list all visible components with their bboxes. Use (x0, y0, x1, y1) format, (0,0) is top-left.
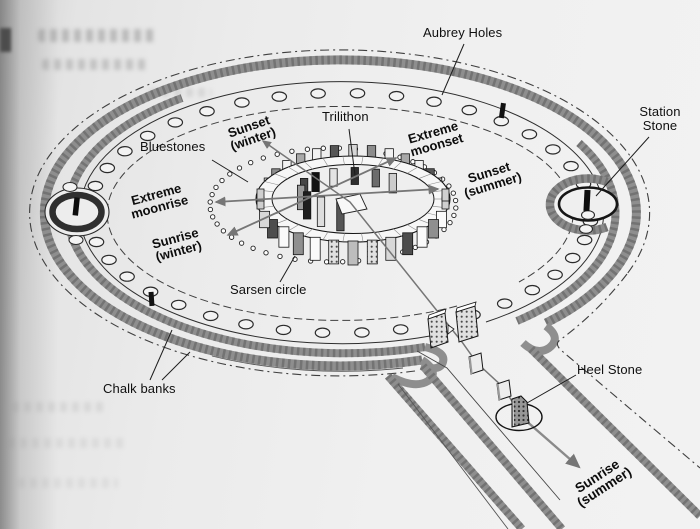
heel-stone-group (495, 395, 543, 432)
gateway-slab-left-edge (447, 324, 455, 335)
avenue-inner-edge-left (416, 350, 561, 501)
aubrey-hole (62, 181, 78, 193)
avenue-outer-edge-left (397, 383, 509, 529)
entrance-hairpin-right (520, 322, 559, 356)
ink-bleedthrough (38, 29, 158, 42)
ink-bleedthrough (8, 438, 128, 448)
label-station-stone-line2: Stone (642, 118, 678, 133)
sunrise-summer-arrow (523, 418, 581, 469)
ink-bleedthrough (42, 59, 148, 70)
north-barrow (545, 174, 619, 235)
page-gutter-shadow (0, 0, 58, 529)
heel-stone-highlight (512, 399, 515, 427)
chalk-bank-inner-left (63, 94, 426, 358)
entrance-stones (427, 301, 512, 401)
label-heel-stone: Heel Stone (577, 362, 643, 377)
leader-bluestones (211, 159, 249, 183)
aubrey-hole (580, 210, 596, 220)
gateway-slab-left-top (427, 308, 447, 320)
label-trilithon: Trilithon (322, 109, 369, 124)
chalk-bank-outer-texture (39, 55, 641, 371)
outer-boundary-dash-line (29, 49, 651, 377)
leader-heel-stone (526, 374, 577, 404)
label-station-stone-line1: Station (639, 104, 681, 119)
ink-bleedthrough (150, 88, 212, 97)
label-bluestones: Bluestones (140, 139, 206, 154)
outer-ditch-edge (211, 355, 404, 372)
station-stone-west (72, 197, 80, 216)
heel-stone (511, 395, 530, 428)
leader-station-stone (595, 136, 650, 197)
station-stone-north (498, 102, 506, 119)
label-chalk-banks: Chalk banks (103, 381, 176, 396)
aubrey-hole (578, 224, 594, 234)
avenue-bank-right (528, 346, 700, 519)
label-sarsen-circle: Sarsen circle (230, 282, 307, 297)
aubrey-hole (68, 234, 84, 246)
sunrise-winter-moonset-axis (226, 157, 398, 236)
station-stone-south (148, 291, 155, 307)
leader-chalk-banks-1 (149, 329, 173, 381)
label-station-stone: Station Stone (629, 105, 691, 133)
scan-corner-mark (0, 28, 11, 52)
leader-chalk-banks-2 (161, 351, 191, 381)
leader-lines (149, 43, 650, 404)
gateway-slab-right-top (455, 301, 477, 313)
avenue-bank-outer-left-texture (384, 373, 526, 529)
gateway-slab-right (455, 305, 479, 343)
station-stone-east (583, 189, 591, 212)
chalk-bank-inner-right-texture (515, 140, 620, 325)
leader-trilithon (348, 128, 356, 176)
south-barrow (44, 181, 110, 246)
avenue-bank-inner-left (419, 363, 566, 529)
ink-bleedthrough (12, 402, 107, 412)
entrance-hairpin-left-outer (390, 356, 437, 389)
ink-bleedthrough (18, 478, 118, 488)
label-aubrey-holes: Aubrey Holes (423, 25, 503, 40)
leader-aubrey-holes (441, 43, 465, 96)
avenue-dash-line-right (556, 273, 700, 469)
avenue-slab-1-shade (468, 356, 473, 375)
avenue-slab-2-shade (496, 383, 501, 401)
leader-sarsen-circle (279, 255, 296, 283)
